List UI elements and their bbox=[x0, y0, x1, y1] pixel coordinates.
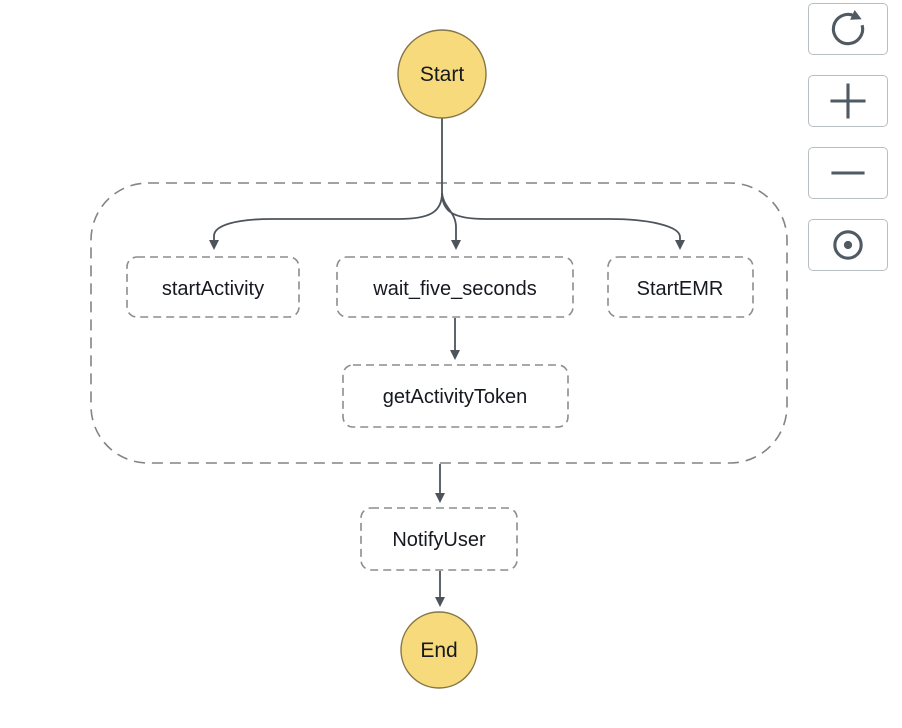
get-activity-token-box bbox=[342, 364, 569, 428]
start-emr-box bbox=[607, 256, 754, 318]
edge-branch-to-wait-five-seconds bbox=[441, 192, 461, 250]
zoom-out-button[interactable] bbox=[808, 147, 888, 199]
node-start-activity[interactable]: startActivity bbox=[126, 256, 300, 318]
node-start[interactable]: Start bbox=[397, 29, 487, 119]
start-emr-label: StartEMR bbox=[637, 278, 724, 300]
node-get-activity-token[interactable]: getActivityToken bbox=[342, 364, 569, 428]
node-start-emr[interactable]: StartEMR bbox=[607, 256, 754, 318]
center-graph-button[interactable] bbox=[808, 219, 888, 271]
start-activity-box bbox=[126, 256, 300, 318]
edge-branch-to-start-emr bbox=[441, 192, 685, 250]
plus-icon bbox=[830, 83, 866, 119]
start-activity-label: startActivity bbox=[162, 278, 264, 300]
node-notify-user[interactable]: NotifyUser bbox=[360, 507, 518, 571]
parallel-state-container[interactable] bbox=[90, 182, 788, 464]
wait-five-seconds-box bbox=[336, 256, 574, 318]
notify-user-box bbox=[360, 507, 518, 571]
node-wait-five-seconds[interactable]: wait_five_seconds bbox=[336, 256, 574, 318]
refresh-button[interactable] bbox=[808, 3, 888, 55]
end-label: End bbox=[420, 639, 457, 662]
get-activity-token-label: getActivityToken bbox=[383, 386, 528, 408]
notify-user-label: NotifyUser bbox=[392, 529, 486, 551]
refresh-icon bbox=[831, 10, 865, 46]
node-end[interactable]: End bbox=[400, 611, 478, 689]
minus-icon bbox=[831, 171, 865, 175]
start-circle bbox=[397, 29, 487, 119]
wait-five-seconds-label: wait_five_seconds bbox=[372, 278, 536, 300]
zoom-in-button[interactable] bbox=[808, 75, 888, 127]
start-label: Start bbox=[420, 63, 465, 86]
edge-branch-to-start-activity bbox=[209, 192, 443, 250]
end-circle bbox=[400, 611, 478, 689]
center-icon bbox=[833, 230, 863, 260]
graph-view-controls bbox=[808, 0, 902, 300]
